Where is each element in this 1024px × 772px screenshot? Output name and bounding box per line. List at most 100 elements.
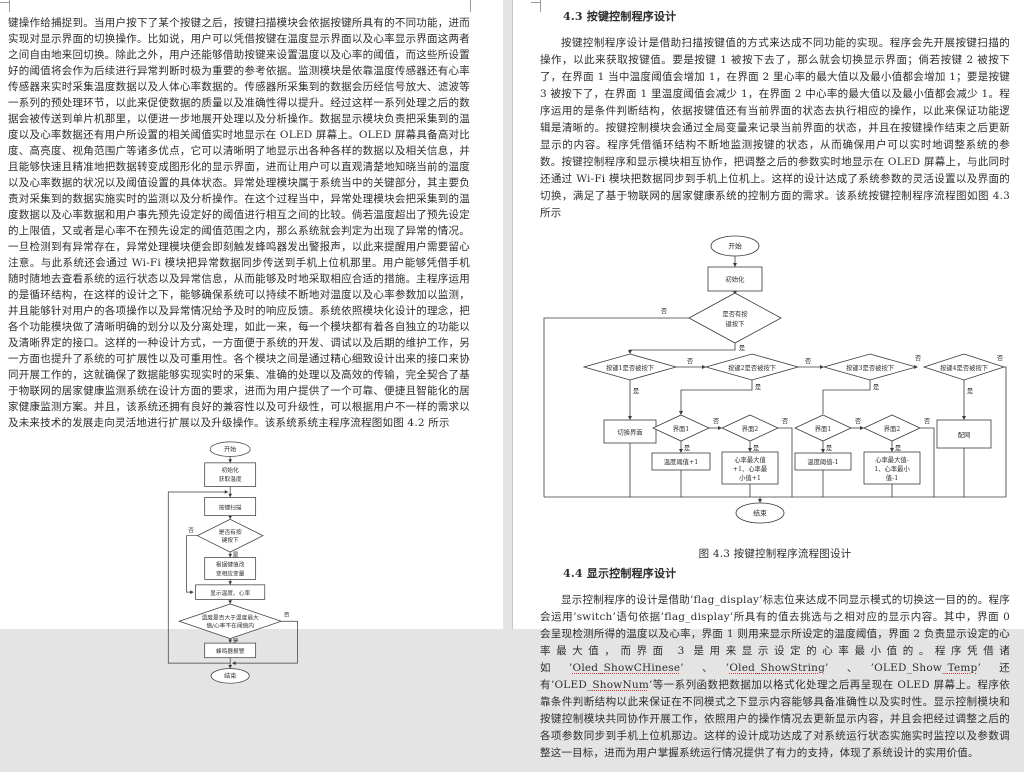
svg-text:按键扫描: 按键扫描 bbox=[219, 503, 242, 511]
node-end: 结束 bbox=[735, 502, 785, 524]
node-hr-max-min-plus1: 心率最大值 +1、心率最 小值+1 bbox=[721, 451, 779, 485]
svg-text:否: 否 bbox=[284, 612, 290, 619]
svg-text:按键2是否被按下: 按键2是否被按下 bbox=[728, 363, 776, 372]
decision-screen1-b: 界面1 否 是 bbox=[794, 414, 862, 452]
svg-text:获取温度: 获取温度 bbox=[219, 475, 242, 483]
svg-text:1、心率最小: 1、心率最小 bbox=[874, 464, 910, 473]
svg-text:界面1: 界面1 bbox=[673, 425, 690, 433]
svg-text:开始: 开始 bbox=[224, 445, 236, 453]
svg-text:变相应变量: 变相应变量 bbox=[216, 570, 245, 578]
svg-text:显示温度、心率: 显示温度、心率 bbox=[210, 589, 250, 597]
crop-mark bbox=[0, 2, 9, 3]
svg-text:否: 否 bbox=[713, 417, 720, 425]
svg-text:是: 是 bbox=[967, 387, 974, 395]
svg-text:按键1是否被按下: 按键1是否被按下 bbox=[606, 363, 654, 372]
node-update-variables: 根据键值改 变相应变量 bbox=[204, 557, 257, 580]
svg-text:根据键值改: 根据键值改 bbox=[216, 561, 245, 569]
crop-mark bbox=[470, 0, 471, 12]
svg-text:初始化: 初始化 bbox=[726, 275, 746, 284]
svg-text:界面2: 界面2 bbox=[884, 425, 901, 433]
flowchart-edges bbox=[543, 256, 1007, 503]
svg-text:+1、心率最: +1、心率最 bbox=[733, 464, 768, 473]
figure-4-3-caption: 图 4.3 按键控制程序流程图设计 bbox=[698, 548, 852, 560]
node-temp-threshold-minus1: 温度阈值-1 bbox=[794, 452, 852, 471]
svg-text:结束: 结束 bbox=[224, 672, 236, 680]
node-init: 初始化 获取温度 bbox=[204, 462, 257, 487]
svg-text:切换界面: 切换界面 bbox=[617, 428, 642, 437]
node-init: 初始化 bbox=[707, 266, 763, 292]
node-key-scan: 按键扫描 bbox=[204, 497, 257, 517]
svg-text:心率最大值-: 心率最大值- bbox=[875, 455, 909, 464]
svg-text:按键3是否被按下: 按键3是否被按下 bbox=[846, 363, 894, 372]
svg-text:温度阈值-1: 温度阈值-1 bbox=[807, 457, 838, 466]
document-page-left: 键操作给捕捉到。当用户按下了某个按键之后，按键扫描模块会依据按键所具有的不同功能… bbox=[0, 0, 503, 684]
svg-text:配网: 配网 bbox=[958, 431, 971, 439]
decision-screen2-b: 界面2 否 是 bbox=[863, 414, 931, 452]
figure-4-2-main-flowchart: 开始 初始化 获取温度 按键扫描 是否有按 键按下 否 是 bbox=[159, 441, 319, 685]
node-temp-threshold-plus1: 温度阈值+1 bbox=[651, 452, 711, 471]
paragraph-text: ’、’ bbox=[680, 661, 730, 674]
node-switch-screen: 切换界面 bbox=[603, 419, 657, 444]
svg-text:是: 是 bbox=[233, 552, 239, 559]
node-start: 开始 bbox=[710, 235, 760, 257]
svg-text:结束: 结束 bbox=[753, 509, 767, 518]
svg-text:开始: 开始 bbox=[728, 242, 742, 251]
svg-text:否: 否 bbox=[855, 417, 862, 425]
svg-text:否: 否 bbox=[915, 354, 922, 362]
document-page-right: 4.3 按键控制程序设计 按键控制程序设计是借助扫描按键值的方式来达成不同功能的… bbox=[513, 0, 1024, 759]
svg-text:小值+1: 小值+1 bbox=[739, 473, 761, 482]
decision-key2: 按键2是否被按下 否 是 bbox=[704, 353, 812, 391]
svg-text:否: 否 bbox=[188, 527, 194, 534]
crop-mark bbox=[531, 2, 540, 3]
svg-text:蜂鸣器报警: 蜂鸣器报警 bbox=[216, 647, 245, 655]
svg-text:否: 否 bbox=[782, 417, 789, 425]
flowchart-4-3: 开始 初始化 是否有按 键按下 否 是 按键1是否被按下 否 是 bbox=[543, 235, 1007, 524]
decision-threshold-exceeded: 温度是否大于温度最大 值/心率不在阈值内 否 是 bbox=[178, 603, 290, 645]
svg-text:是: 是 bbox=[684, 444, 691, 452]
node-display-temp-hr: 显示温度、心率 bbox=[195, 584, 266, 600]
svg-text:值/心率不在阈值内: 值/心率不在阈值内 bbox=[206, 622, 254, 630]
section-4-3-paragraph: 按键控制程序设计是借助扫描按键值的方式来达成不同功能的实现。程序会先开展按键扫描… bbox=[540, 36, 1010, 219]
node-start: 开始 bbox=[209, 441, 251, 457]
decision-key1: 按键1是否被按下 否 是 bbox=[582, 353, 694, 395]
decision-screen1-a: 界面1 否 是 bbox=[652, 414, 720, 452]
svg-text:键按下: 键按下 bbox=[726, 319, 745, 328]
svg-text:界面1: 界面1 bbox=[815, 425, 832, 433]
decision-key-pressed: 是否有按 键按下 否 是 bbox=[188, 518, 264, 559]
decision-any-key-pressed: 是否有按 键按下 否 是 bbox=[661, 292, 782, 352]
svg-text:键按下: 键按下 bbox=[222, 536, 239, 544]
node-buzzer-alarm: 蜂鸣器报警 bbox=[204, 642, 257, 659]
section-heading-4-3: 4.3 按键控制程序设计 bbox=[563, 10, 677, 23]
decision-key3: 按键3是否被按下 否 是 bbox=[822, 353, 922, 391]
svg-text:否: 否 bbox=[805, 357, 812, 365]
svg-text:否: 否 bbox=[661, 307, 668, 315]
function-name-spellcheck: Oled_ShowString bbox=[729, 661, 826, 674]
svg-text:是: 是 bbox=[739, 344, 746, 352]
node-network-config: 配网 bbox=[936, 419, 992, 449]
svg-text:界面2: 界面2 bbox=[742, 425, 759, 433]
svg-text:按键4是否被按下: 按键4是否被按下 bbox=[940, 363, 988, 372]
svg-text:是: 是 bbox=[633, 387, 640, 395]
decision-key4: 按键4是否被按下 否 是 bbox=[922, 353, 1006, 395]
function-name-spellcheck: ShowNum bbox=[592, 678, 649, 691]
svg-text:否: 否 bbox=[997, 354, 1004, 362]
function-name-spellcheck: Oled_ShowCHinese bbox=[572, 661, 681, 674]
svg-text:是: 是 bbox=[755, 383, 762, 391]
svg-text:否: 否 bbox=[924, 417, 931, 425]
paragraph-text: ’、’OLED_Show_ bbox=[825, 661, 948, 674]
flowchart-4-2: 开始 初始化 获取温度 按键扫描 是否有按 键按下 否 是 bbox=[167, 441, 298, 684]
svg-text:心率最大值: 心率最大值 bbox=[734, 455, 766, 464]
svg-text:是否有按: 是否有按 bbox=[219, 528, 242, 536]
svg-text:是: 是 bbox=[873, 383, 880, 391]
svg-text:温度是否大于温度最大: 温度是否大于温度最大 bbox=[202, 613, 259, 621]
function-name-spellcheck: Temp bbox=[947, 661, 978, 674]
figure-4-3-key-control-flowchart: 开始 初始化 是否有按 键按下 否 是 按键1是否被按下 否 是 bbox=[540, 232, 1010, 530]
section-4-4-paragraph: 显示控制程序的设计是借助’flag_display’标志位来达成不同显示模式的切… bbox=[540, 592, 1010, 762]
svg-text:否: 否 bbox=[687, 357, 694, 365]
page-separator bbox=[503, 0, 513, 629]
svg-text:温度阈值+1: 温度阈值+1 bbox=[664, 457, 698, 466]
node-end: 结束 bbox=[210, 668, 250, 684]
svg-text:是: 是 bbox=[826, 444, 833, 452]
svg-text:是否有按: 是否有按 bbox=[722, 309, 748, 318]
svg-text:是: 是 bbox=[895, 444, 902, 452]
